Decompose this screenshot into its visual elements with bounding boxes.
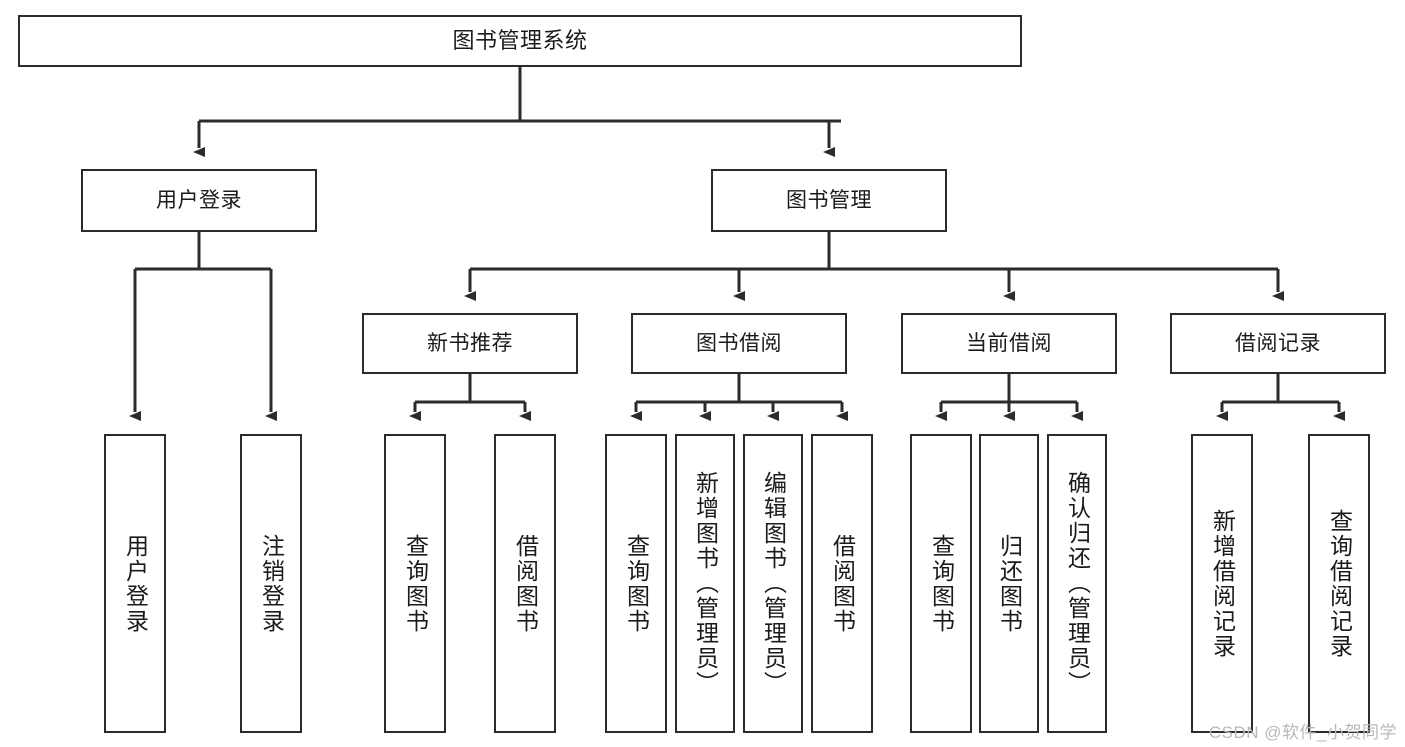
node-book-borrow[interactable]: 图书借阅 [631, 313, 847, 374]
node-leaf-query-record[interactable]: 查询借阅记录 [1308, 434, 1370, 733]
node-leaf-query-book-2[interactable]: 查询图书 [605, 434, 667, 733]
node-leaf-user-login-label: 用户登录 [122, 533, 149, 634]
node-leaf-query-book-2-label: 查询图书 [623, 533, 650, 634]
node-leaf-query-book-1[interactable]: 查询图书 [384, 434, 446, 733]
node-leaf-return-book[interactable]: 归还图书 [979, 434, 1039, 733]
node-leaf-confirm-return[interactable]: 确认归还（管理员） [1047, 434, 1107, 733]
node-root-label: 图书管理系统 [452, 27, 588, 53]
node-leaf-add-record[interactable]: 新增借阅记录 [1191, 434, 1253, 733]
node-leaf-query-record-label: 查询借阅记录 [1326, 508, 1353, 659]
node-book-manage[interactable]: 图书管理 [711, 169, 947, 232]
node-leaf-add-book[interactable]: 新增图书（管理员） [675, 434, 735, 733]
node-leaf-user-login[interactable]: 用户登录 [104, 434, 166, 733]
node-user-login-label: 用户登录 [156, 188, 242, 212]
node-leaf-borrow-book-2-label: 借阅图书 [829, 533, 856, 634]
node-leaf-borrow-book-1-label: 借阅图书 [512, 533, 539, 634]
node-current-borrow[interactable]: 当前借阅 [901, 313, 1117, 374]
node-new-book-recommend[interactable]: 新书推荐 [362, 313, 578, 374]
node-leaf-query-book-1-label: 查询图书 [402, 533, 429, 634]
node-leaf-borrow-book-1[interactable]: 借阅图书 [494, 434, 556, 733]
node-leaf-return-book-label: 归还图书 [996, 533, 1023, 634]
node-borrow-record-label: 借阅记录 [1235, 331, 1321, 355]
node-new-book-recommend-label: 新书推荐 [427, 331, 513, 355]
node-current-borrow-label: 当前借阅 [966, 331, 1052, 355]
watermark: CSDN @软件_小贺同学 [1208, 723, 1397, 742]
node-leaf-add-record-label: 新增借阅记录 [1209, 508, 1236, 659]
node-leaf-confirm-return-label: 确认归还（管理员） [1064, 471, 1091, 696]
node-borrow-record[interactable]: 借阅记录 [1170, 313, 1386, 374]
node-book-borrow-label: 图书借阅 [696, 331, 782, 355]
node-user-login[interactable]: 用户登录 [81, 169, 317, 232]
node-leaf-add-book-label: 新增图书（管理员） [692, 471, 719, 696]
node-leaf-query-book-3[interactable]: 查询图书 [910, 434, 972, 733]
node-root[interactable]: 图书管理系统 [18, 15, 1022, 67]
node-leaf-user-logout-label: 注销登录 [258, 533, 285, 634]
node-leaf-edit-book[interactable]: 编辑图书（管理员） [743, 434, 803, 733]
node-leaf-edit-book-label: 编辑图书（管理员） [760, 471, 787, 696]
node-leaf-user-logout[interactable]: 注销登录 [240, 434, 302, 733]
node-leaf-borrow-book-2[interactable]: 借阅图书 [811, 434, 873, 733]
node-leaf-query-book-3-label: 查询图书 [928, 533, 955, 634]
node-book-manage-label: 图书管理 [786, 188, 872, 212]
